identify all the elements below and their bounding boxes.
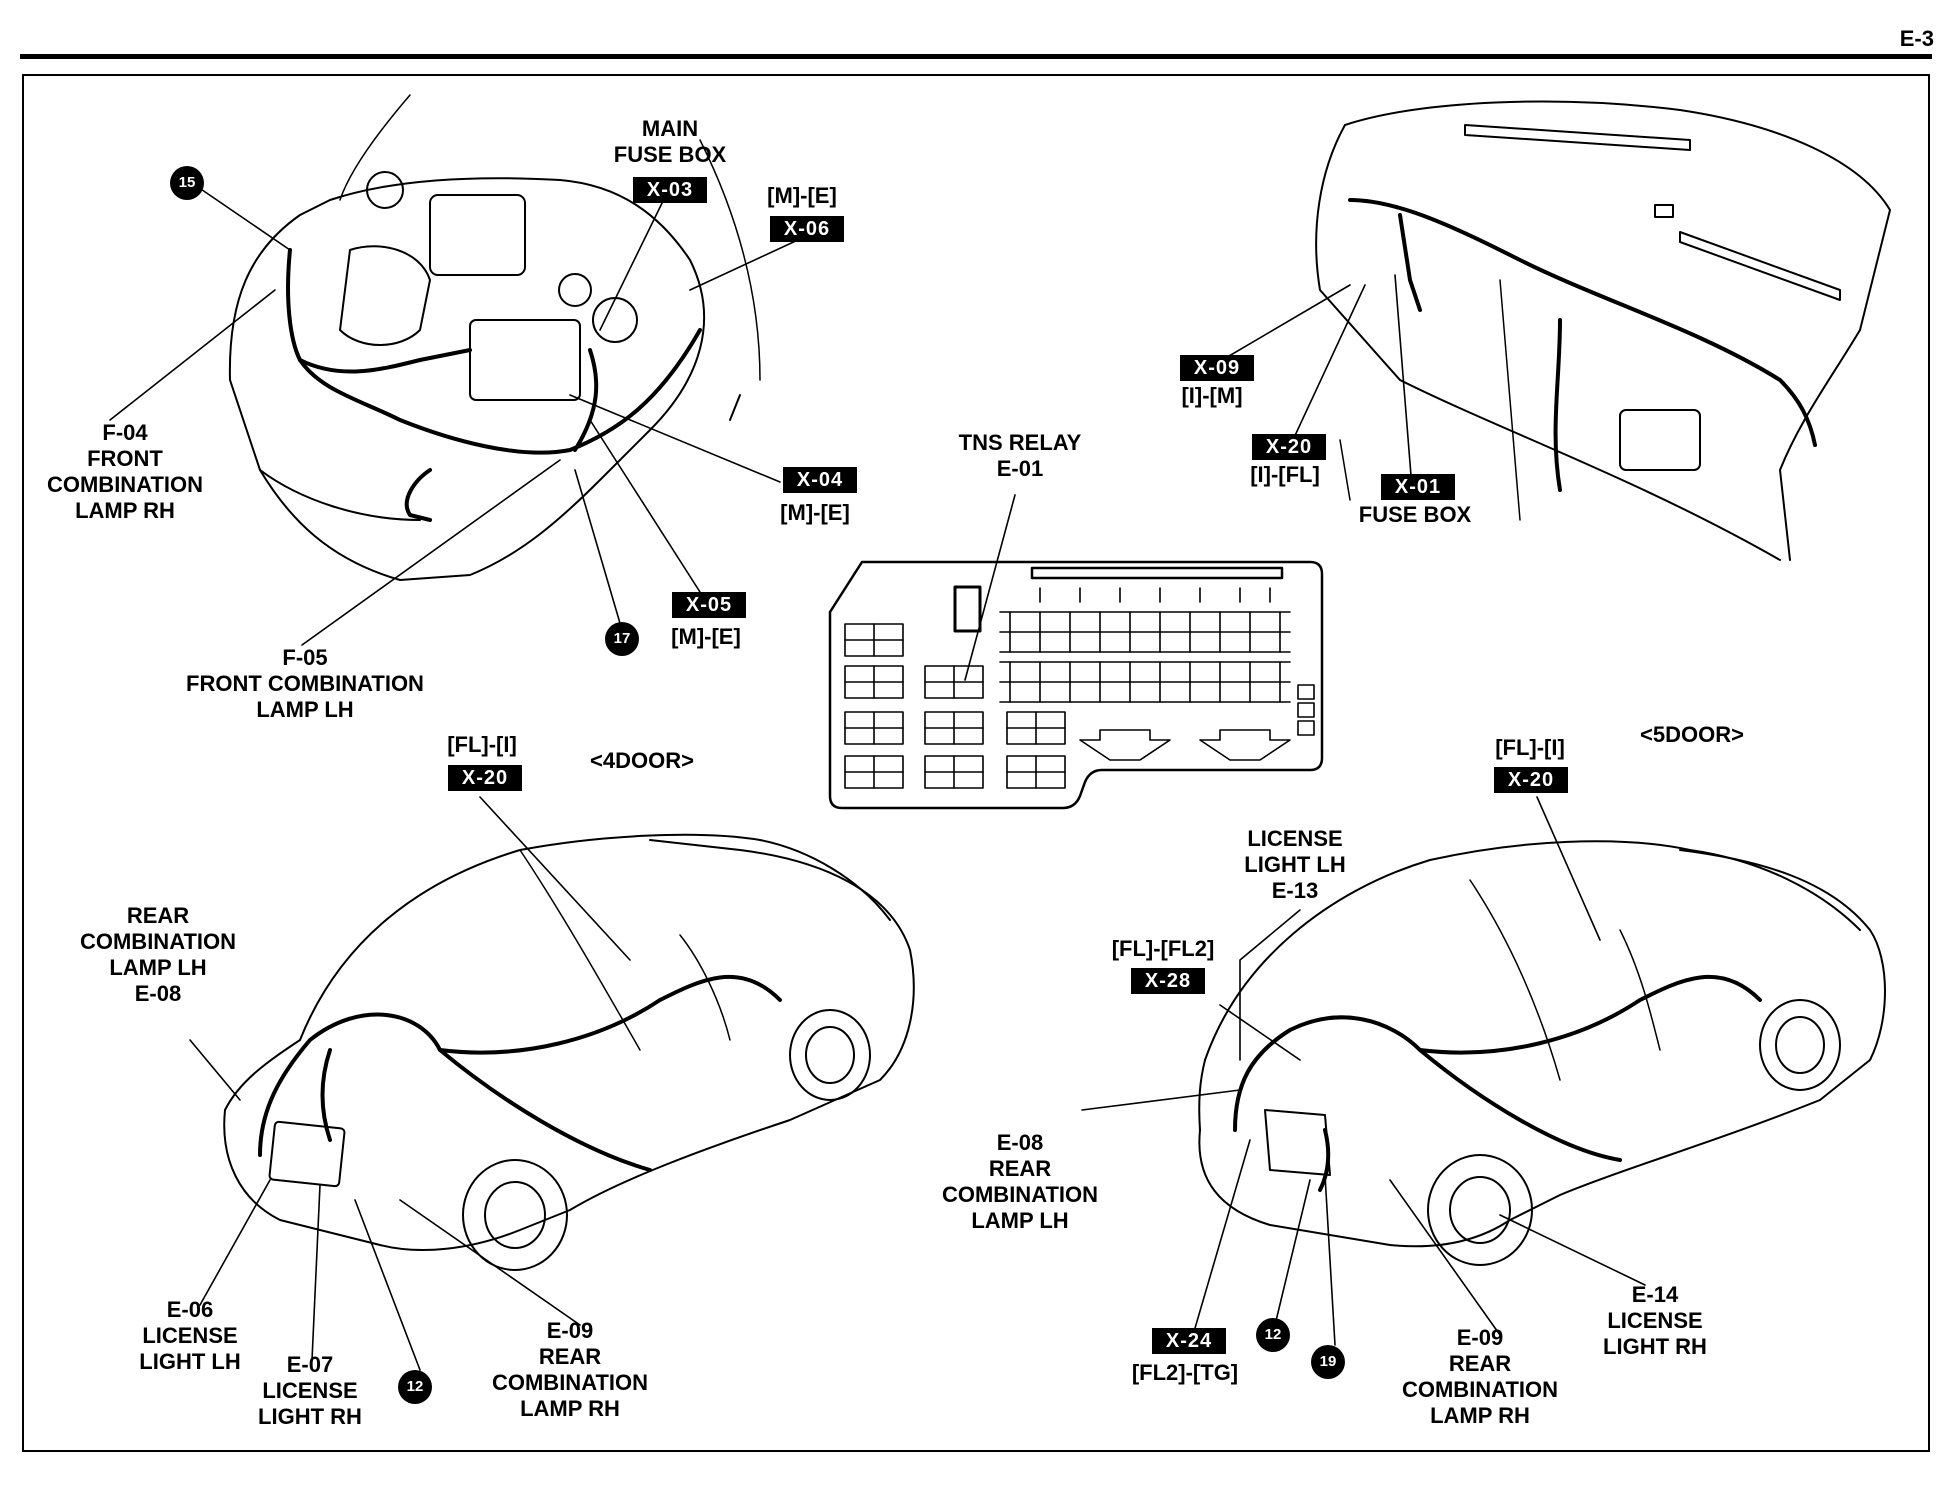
connector-x06-label: [M]-[E] — [767, 183, 837, 208]
hatch-connector-x28-label: [FL]-[FL2] — [1111, 936, 1215, 961]
hatch-ground-19-marker: 19 — [1311, 1345, 1345, 1379]
hatch-harness — [1233, 975, 1762, 1192]
hatch-rear-combination-lamp-lh-label: E-08 REAR COMBINATION LAMP LH — [941, 1130, 1099, 1233]
sedan-rear-combination-lamp-rh-label: E-09 REAR COMBINATION LAMP RH — [491, 1318, 649, 1421]
hatch-ground-12-marker: 12 — [1256, 1318, 1290, 1352]
header-rule — [20, 54, 1932, 59]
hatch-connector-x20-label: [FL]-[I] — [1495, 735, 1565, 760]
engine-room-harness — [286, 248, 702, 522]
sedan-license-light-rh-label: E-07 LICENSE LIGHT RH — [258, 1352, 362, 1429]
connector-x05-tag: X-05 — [672, 592, 746, 618]
hatch-rear-combination-lamp-rh-label: E-09 REAR COMBINATION LAMP RH — [1401, 1325, 1559, 1428]
hatch-license-light-lh-label: LICENSE LIGHT LH E-13 — [1244, 826, 1346, 903]
fuse-box-label: FUSE BOX — [1358, 502, 1472, 527]
connector-x03-tag: X-03 — [633, 177, 707, 203]
hatch-connector-x24-label: [FL2]-[TG] — [1131, 1360, 1239, 1385]
hatch-connector-x28-tag: X-28 — [1131, 968, 1205, 994]
hatch-license-light-rh-label: E-14 LICENSE LIGHT RH — [1603, 1282, 1707, 1359]
hatch-connector-x24-tag: X-24 — [1152, 1328, 1226, 1354]
front-combination-lamp-rh-label: F-04 FRONT COMBINATION LAMP RH — [46, 420, 204, 523]
sedan-connector-x20-tag: X-20 — [448, 765, 522, 791]
connector-x09-tag: X-09 — [1180, 355, 1254, 381]
connector-x09-label: [I]-[M] — [1181, 383, 1243, 408]
sedan-harness — [258, 975, 782, 1172]
tns-relay-label: TNS RELAY E-01 — [958, 430, 1082, 481]
ground-17-marker: 17 — [605, 622, 639, 656]
connector-x01-tag: X-01 — [1381, 474, 1455, 500]
connector-x20-ip-tag: X-20 — [1252, 434, 1326, 460]
sedan-body-drawing — [223, 833, 915, 1271]
connector-x05-label: [M]-[E] — [671, 624, 741, 649]
sedan-ground-12-marker: 12 — [398, 1370, 432, 1404]
instrument-panel-drawing — [1315, 100, 1891, 561]
ground-15-marker: 15 — [170, 166, 204, 200]
hatch-body-drawing — [1198, 840, 1886, 1266]
connector-x04-tag: X-04 — [783, 467, 857, 493]
leader-lines — [109, 182, 1646, 1371]
connector-x06-tag: X-06 — [770, 216, 844, 242]
4door-variant-label: <4DOOR> — [590, 748, 694, 773]
connector-x04-label: [M]-[E] — [780, 500, 850, 525]
sedan-license-light-lh-label: E-06 LICENSE LIGHT LH — [139, 1297, 241, 1374]
front-combination-lamp-lh-label: F-05 FRONT COMBINATION LAMP LH — [186, 645, 424, 722]
sedan-rear-combination-lamp-lh-label: REAR COMBINATION LAMP LH E-08 — [79, 903, 237, 1006]
page-number: E-3 — [1899, 26, 1934, 51]
relay-box-modules — [844, 587, 1315, 789]
relay-box-outline — [828, 560, 1324, 810]
hatch-connector-x20-tag: X-20 — [1494, 767, 1568, 793]
5door-variant-label: <5DOOR> — [1640, 722, 1744, 747]
diagram-frame — [22, 74, 1930, 1452]
connector-x20-ip-label: [I]-[FL] — [1250, 462, 1320, 487]
main-fuse-box-label: MAIN FUSE BOX — [613, 116, 727, 167]
sedan-connector-x20-label: [FL]-[I] — [447, 732, 517, 757]
instrument-panel-harness — [1348, 198, 1817, 492]
